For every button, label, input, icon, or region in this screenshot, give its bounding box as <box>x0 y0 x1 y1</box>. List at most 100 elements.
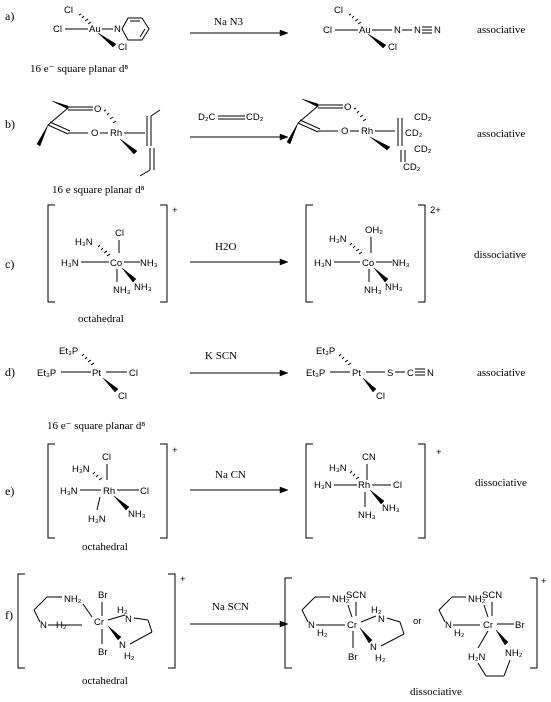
atom-br: Br <box>515 620 525 631</box>
reaction-label-d: d) <box>5 365 15 379</box>
atom-rh: Rh <box>358 480 370 491</box>
wedge-bond <box>286 122 299 145</box>
geometry-label-f: octahedral <box>82 675 128 687</box>
reagent-e: Na CN <box>215 469 246 481</box>
charge-c-left: + <box>172 205 178 216</box>
atom-cl: Cl <box>388 42 397 53</box>
wedge-bond <box>51 100 69 110</box>
atom-cl: Cl <box>53 24 62 35</box>
atom-cl: Cl <box>140 486 149 497</box>
atom-au: Au <box>89 24 101 35</box>
atom-nh3: NH₃ <box>140 258 158 269</box>
hash-bond <box>92 471 103 481</box>
atom-et3p: Et₃P <box>316 346 335 357</box>
reagent-a: Na N3 <box>214 16 244 28</box>
bracket-left <box>47 204 55 303</box>
reaction-f: f) + NH₂ N H₂ Br Cr Br H₂ N N H₂ octahed… <box>5 573 547 698</box>
arrow-head <box>279 258 289 266</box>
charge-e-left: + <box>172 445 178 456</box>
atom-nh3: NH₃ <box>392 258 410 269</box>
atom-nh3: NH₃ <box>385 282 403 293</box>
wedge-bond <box>121 267 137 283</box>
atom-nh3: NH₃ <box>358 510 376 521</box>
bracket-right <box>160 443 168 539</box>
atom-cd2: CD₂ <box>414 144 432 155</box>
hash-bond <box>349 242 363 255</box>
atom-nh2: NH₂ <box>505 648 523 659</box>
bond <box>49 121 71 132</box>
reagent-f: Na SCN <box>212 601 249 613</box>
atom-s: S <box>387 368 393 379</box>
bond <box>96 496 101 511</box>
hash-bond <box>338 353 352 366</box>
atom-rh: Rh <box>361 126 373 137</box>
atom-nh2: NH₂ <box>332 594 350 605</box>
hash-bond <box>97 244 111 257</box>
atom-h3n: H₃N <box>329 234 347 245</box>
atom-cn: CN <box>362 452 376 463</box>
arrow-head <box>279 369 289 377</box>
atom-n: N <box>434 25 441 36</box>
bracket-right <box>418 204 426 303</box>
bond <box>47 124 69 135</box>
arrow-head <box>279 29 289 37</box>
atom-h3n: H₃N <box>329 463 347 474</box>
atom-h3n: H₃N <box>72 464 90 475</box>
atom-n: N <box>125 614 132 625</box>
mechanism-a: associative <box>477 24 525 36</box>
bond <box>299 119 321 130</box>
bond <box>380 633 405 647</box>
reaction-c: c) + Cl H₃N H₃N Co NH₃ NH₃ NH₃ octahedra… <box>5 204 526 325</box>
hash-bond <box>78 13 92 25</box>
bracket-right <box>160 204 168 303</box>
bond <box>33 609 41 623</box>
bracket-left <box>305 443 313 539</box>
geometry-label-d: 16 e⁻ square planar d⁸ <box>47 420 145 432</box>
atom-nh3: NH₃ <box>364 285 382 296</box>
bond <box>477 630 489 649</box>
pyridine-ring <box>121 17 150 41</box>
bracket-left <box>284 577 292 669</box>
wedge-bond <box>107 625 122 641</box>
reagent-c: H2O <box>215 241 236 253</box>
atom-cl: Cl <box>115 228 124 239</box>
atom-h3n: H₃N <box>60 486 78 497</box>
atom-rh: Rh <box>103 486 115 497</box>
bond <box>438 596 453 611</box>
bond <box>301 596 316 611</box>
reaction-label-e: e) <box>5 484 14 498</box>
arrow-head <box>279 486 289 494</box>
atom-nh3: NH₃ <box>128 509 146 520</box>
atom-cr: Cr <box>94 617 104 628</box>
atom-et3p: Et₃P <box>59 346 78 357</box>
wedge-bond <box>113 495 130 511</box>
atom-nh2: NH₂ <box>64 594 82 605</box>
atom-c: C <box>407 368 414 379</box>
wedge-bond <box>359 627 373 644</box>
bond <box>107 614 126 621</box>
reaction-b: b) O O Rh 16 e square planar d⁸ D₂C <box>5 98 525 196</box>
atom-n: N <box>445 620 452 631</box>
bond <box>139 169 151 177</box>
atom-nh3: NH₃ <box>134 282 152 293</box>
atom-o: O <box>344 102 351 113</box>
bracket-right <box>418 443 426 539</box>
atom-n: N <box>394 25 401 36</box>
reaction-label-f: f) <box>5 608 13 622</box>
atom-d2c: D₂C <box>198 112 216 123</box>
mechanism-c: dissociative <box>474 249 526 261</box>
atom-n: N <box>114 24 121 35</box>
atom-cr: Cr <box>483 620 493 631</box>
bond <box>360 615 377 623</box>
bracket-left <box>47 443 55 539</box>
hash-bond <box>81 353 95 366</box>
atom-h3n: H₃N <box>314 480 332 491</box>
geometry-label-e: octahedral <box>82 541 128 553</box>
atom-cl: Cl <box>376 391 385 402</box>
wedge-bond <box>369 489 385 505</box>
atom-h3n: H₃N <box>61 258 79 269</box>
atom-h2: H₂ <box>375 653 386 664</box>
bond <box>150 109 161 117</box>
charge-e-right: + <box>436 447 442 458</box>
